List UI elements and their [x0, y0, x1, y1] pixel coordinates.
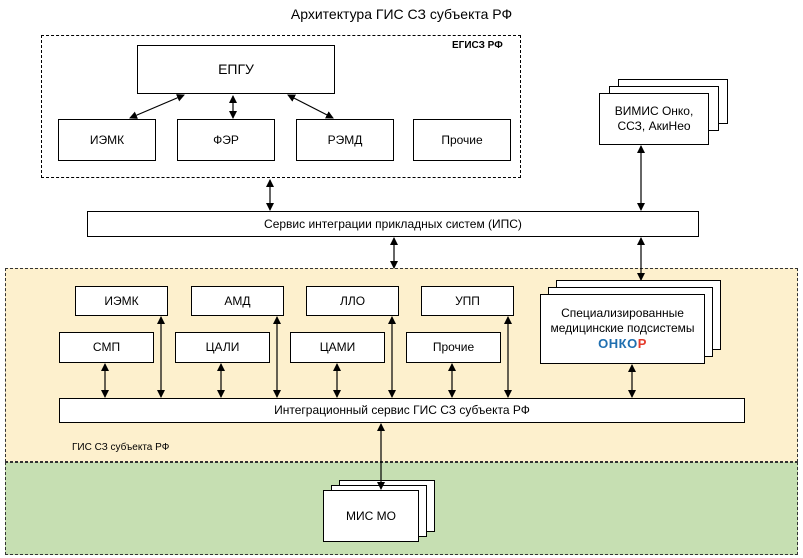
epgu-label: ЕПГУ — [218, 60, 254, 77]
ips-bar: Сервис интеграции прикладных систем (ИПС… — [87, 211, 699, 237]
gis-box-other: Прочие — [406, 332, 501, 363]
onkor-logo-part1: ОНКО — [598, 335, 638, 351]
special-line1: Специализированные — [561, 305, 684, 320]
epgu-box: ЕПГУ — [137, 45, 335, 94]
vimis-box: ВИМИС Онко, ССЗ, АкиНео — [599, 93, 709, 145]
gis-box-llo: ЛЛО — [306, 286, 399, 316]
special-box: Специализированные медицинские подсистем… — [540, 294, 705, 364]
integration-bar: Интеграционный сервис ГИС СЗ субъекта РФ — [59, 398, 745, 423]
mis-label: МИС МО — [346, 508, 396, 523]
gis-box-label: ЦАМИ — [319, 340, 356, 354]
gis-box-label: ЦАЛИ — [205, 340, 240, 354]
gis-box-label: ИЭМК — [104, 293, 139, 308]
gis-box-label: АМД — [224, 293, 251, 308]
egisz-box-other: Прочие — [413, 119, 511, 161]
mis-box: МИС МО — [323, 490, 419, 542]
egisz-box-remd: РЭМД — [296, 119, 394, 161]
gis-box-label: УПП — [455, 293, 480, 308]
gis-box-label: Прочие — [432, 340, 475, 354]
special-line2: медицинские подсистемы — [550, 320, 695, 335]
gis-label: ГИС СЗ субъекта РФ — [72, 442, 170, 453]
gis-box-amd: АМД — [191, 286, 284, 316]
egisz-box-label: ИЭМК — [89, 132, 125, 147]
gis-box-tsali: ЦАЛИ — [175, 332, 270, 363]
ips-label: Сервис интеграции прикладных систем (ИПС… — [264, 216, 522, 231]
arrow-epgu-iemk — [129, 94, 185, 119]
egisz-box-label: РЭМД — [327, 132, 363, 147]
vimis-line2: ССЗ, АкиНео — [617, 119, 691, 133]
onkor-logo-part2: Р — [637, 335, 647, 351]
egisz-box-label: ФЭР — [213, 132, 239, 147]
vimis-line1: ВИМИС Онко, — [614, 104, 694, 118]
gis-box-label: СМП — [92, 340, 121, 354]
gis-box-label: ЛЛО — [339, 293, 366, 308]
gis-box-upp: УПП — [421, 286, 514, 316]
egisz-box-label: Прочие — [441, 132, 483, 147]
gis-box-tsami: ЦАМИ — [290, 332, 385, 363]
integration-label: Интеграционный сервис ГИС СЗ субъекта РФ — [274, 403, 530, 417]
gis-box-smp: СМП — [59, 332, 154, 363]
egisz-box-fer: ФЭР — [177, 119, 275, 161]
diagram-title: Архитектура ГИС СЗ субъекта РФ — [290, 6, 513, 22]
gis-box-iemk: ИЭМК — [75, 286, 168, 316]
egisz-zone — [41, 35, 521, 178]
arrow-epgu-remd — [287, 94, 334, 119]
onkor-logo: ОНКОР — [598, 336, 647, 352]
egisz-label: ЕГИСЗ РФ — [452, 40, 503, 51]
egisz-box-iemk: ИЭМК — [58, 119, 156, 161]
